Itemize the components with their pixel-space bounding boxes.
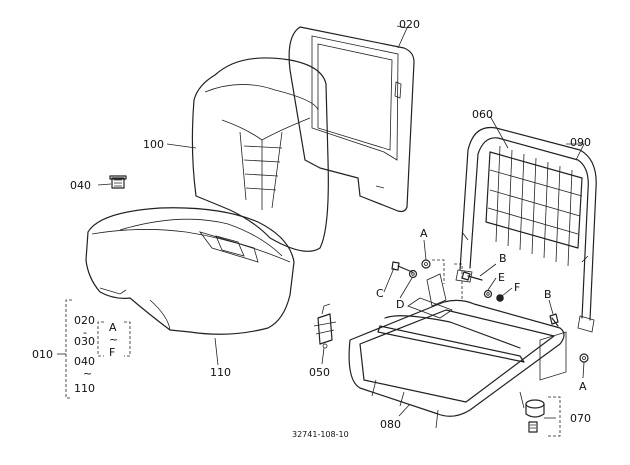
label-090: 090 — [570, 136, 591, 149]
label-D: D — [396, 298, 404, 311]
callout-labels: 020 100 040 060 090 110 050 080 070 A B … — [32, 18, 591, 439]
legend-line-1: 020 — [74, 314, 95, 327]
label-B-top: B — [499, 252, 507, 265]
legend-range-tilde: ~ — [109, 333, 118, 346]
assembly-bracket — [57, 299, 131, 399]
label-100: 100 — [143, 138, 164, 151]
label-F: F — [514, 281, 520, 294]
legend-line-2: 030 — [74, 335, 95, 348]
seat-back-cushion-100 — [191, 57, 329, 252]
back-frame-090 — [455, 126, 597, 333]
label-020: 020 — [399, 18, 420, 31]
screw-040 — [109, 175, 127, 189]
spring-grid-060 — [485, 145, 583, 267]
label-C: C — [376, 287, 384, 300]
label-B-right: B — [544, 288, 552, 301]
label-A-top: A — [420, 227, 428, 240]
label-040: 040 — [70, 179, 91, 192]
legend-dash: - — [83, 326, 87, 339]
label-060: 060 — [472, 108, 493, 121]
label-110: 110 — [210, 366, 231, 379]
seat-cushion-110 — [85, 207, 295, 335]
footer-code: 32741-108-10 — [292, 430, 349, 439]
label-E: E — [498, 271, 505, 284]
seat-frame-080 — [348, 273, 567, 429]
hardware-fasteners — [391, 259, 589, 363]
label-A-bottom: A — [579, 380, 587, 393]
leader-lines — [97, 25, 585, 437]
label-050: 050 — [309, 366, 330, 379]
legend-line-3: 040 — [74, 355, 95, 368]
label-010: 010 — [32, 348, 53, 361]
legend-line-4: 110 — [74, 382, 95, 395]
latch-050 — [313, 303, 337, 349]
legend-tilde: ~ — [83, 367, 92, 380]
mount-bushing-070 — [525, 399, 545, 433]
label-070: 070 — [570, 412, 591, 425]
seat-back-cover-020 — [288, 26, 415, 213]
label-080: 080 — [380, 418, 401, 431]
legend-range-from: A — [109, 321, 117, 334]
legend-range-to: F — [109, 346, 115, 359]
